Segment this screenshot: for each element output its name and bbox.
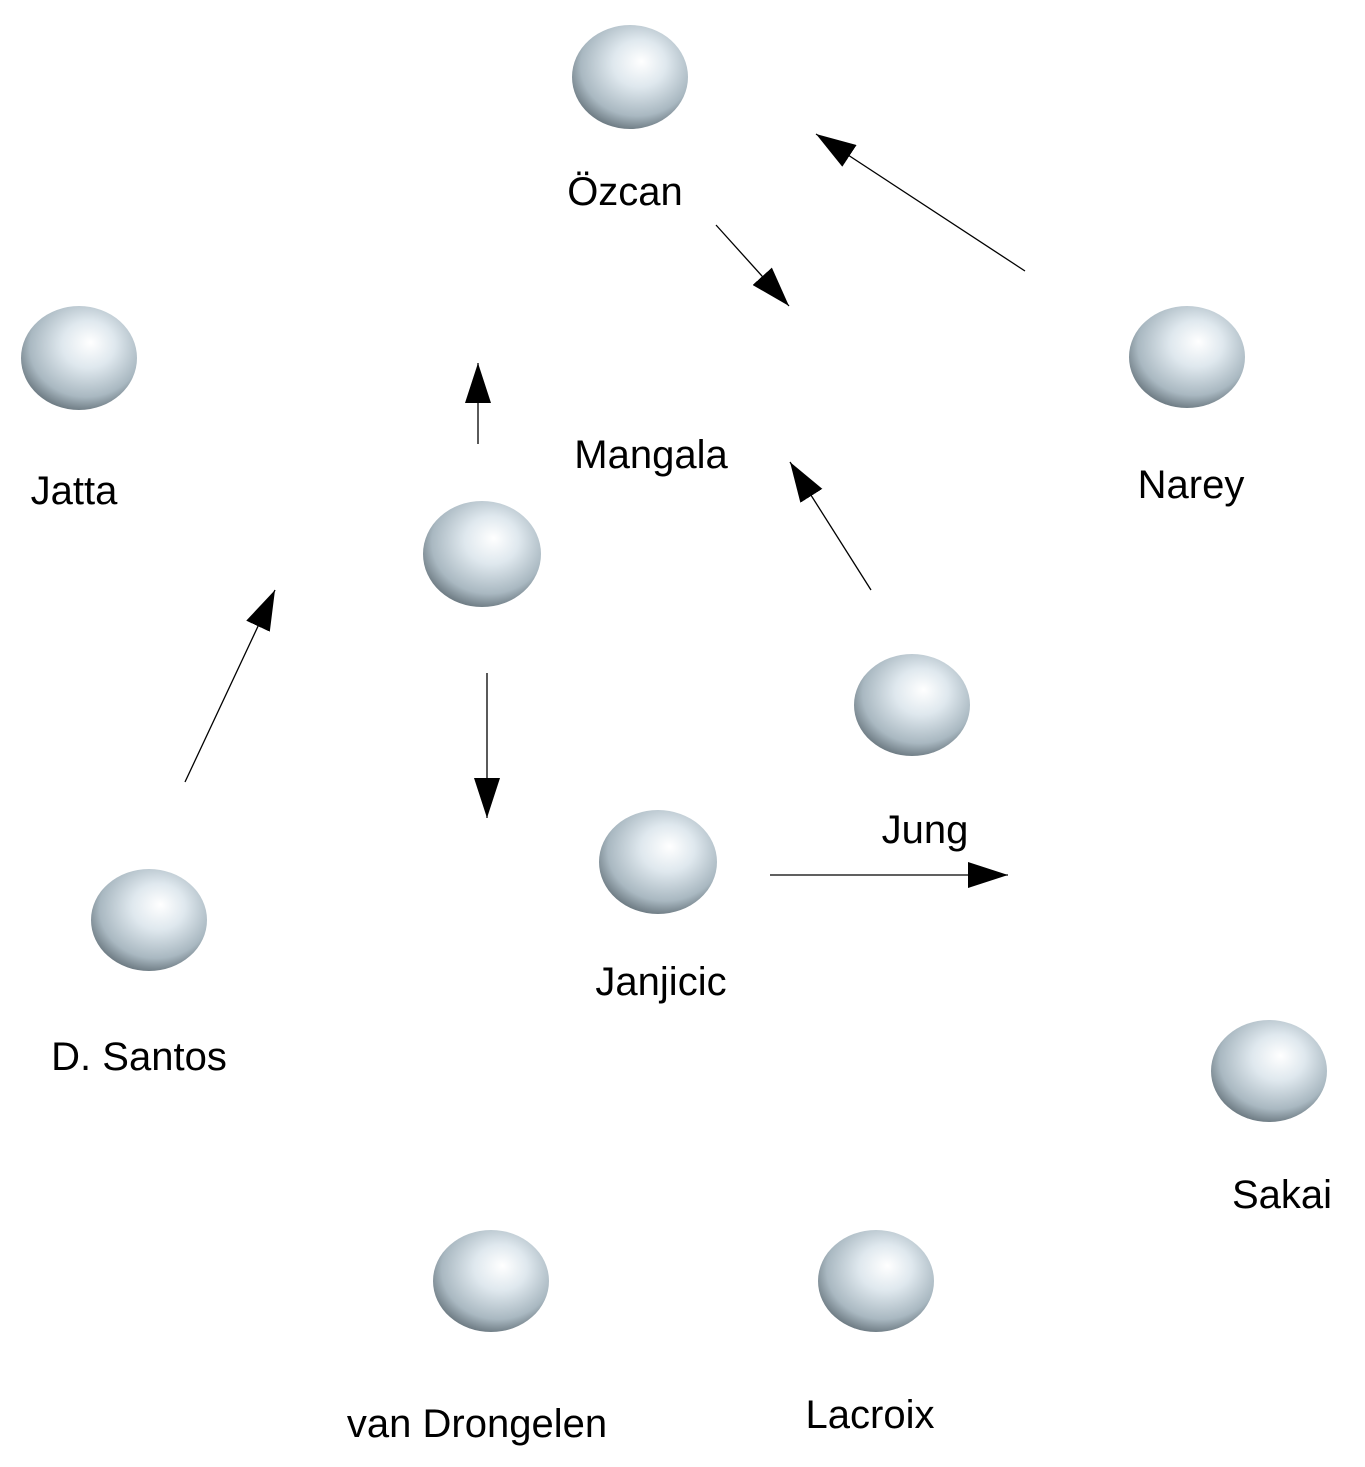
sphere-jatta xyxy=(21,306,137,410)
label-vandrongelen: van Drongelen xyxy=(347,1402,607,1446)
arrow-jung-to-mangala xyxy=(789,461,872,591)
arrow-narey-to-ozcan xyxy=(815,133,1026,272)
label-janjicic: Janjicic xyxy=(595,960,726,1004)
label-lacroix: Lacroix xyxy=(806,1393,935,1437)
labels: Özcan Jatta Mangala Narey Jung Janjicic … xyxy=(31,170,1332,1446)
arrow-dsantos-to-mangala xyxy=(184,589,276,783)
sphere-mangala xyxy=(423,501,541,607)
sphere-jung xyxy=(854,654,970,756)
sphere-dsantos xyxy=(91,869,207,971)
sphere-narey xyxy=(1129,306,1245,408)
sphere-janjicic xyxy=(599,810,717,914)
sphere-sakai xyxy=(1211,1020,1327,1122)
arrows xyxy=(184,133,1026,888)
label-mangala: Mangala xyxy=(574,433,728,477)
sphere-lacroix xyxy=(818,1230,934,1332)
arrow-ozcan-to-mangala xyxy=(715,224,790,307)
label-narey: Narey xyxy=(1138,463,1245,507)
sphere-ozcan xyxy=(572,25,688,129)
sphere-vandrongelen xyxy=(433,1230,549,1332)
spheres xyxy=(21,25,1327,1332)
label-ozcan: Özcan xyxy=(567,170,683,214)
label-sakai: Sakai xyxy=(1232,1173,1332,1217)
label-jatta: Jatta xyxy=(31,469,118,513)
label-dsantos: D. Santos xyxy=(51,1035,227,1079)
label-jung: Jung xyxy=(882,808,969,852)
